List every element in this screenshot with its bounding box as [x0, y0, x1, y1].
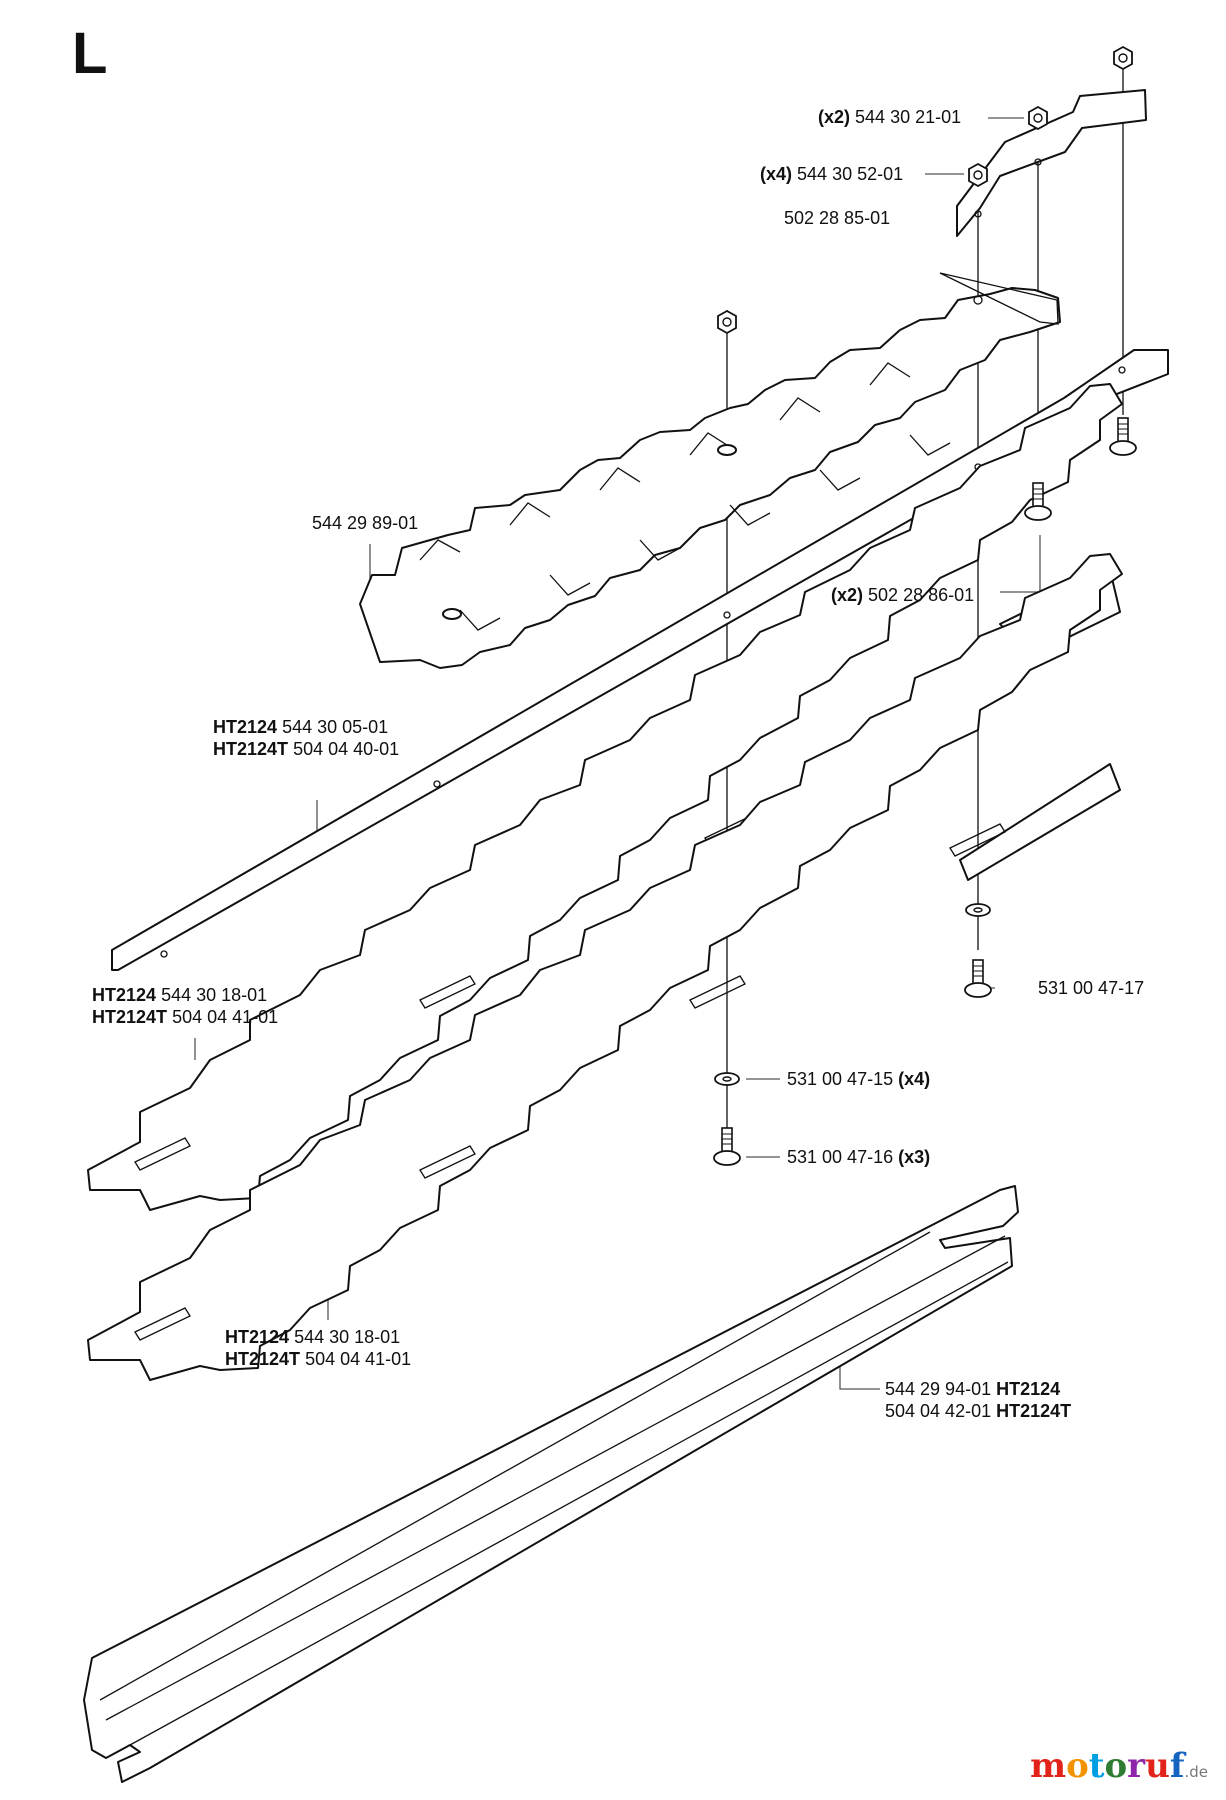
upper-guide-blade: [359, 287, 1061, 669]
blade-guard-groove: [99, 1231, 1009, 1746]
nut-top-icon: [1113, 46, 1133, 70]
screw-top-icon: [1109, 417, 1137, 456]
label-bar: HT2124 544 30 05-01 HT2124T 504 04 40-01: [213, 717, 400, 759]
label-nut-x4: (x4) 544 30 52-01: [760, 164, 904, 184]
support-bar: [111, 349, 1169, 971]
label-screw-x2: (x2) 502 28 86-01: [831, 585, 975, 605]
nut-x2-icon: [1028, 106, 1048, 130]
lower-blade-end: [959, 763, 1121, 881]
label-blade-guard: 544 29 94-01 HT2124 504 04 42-01 HT2124T: [885, 1379, 1072, 1421]
nut-x4-icon: [968, 163, 988, 187]
label-washer: 531 00 47-15 (x4): [787, 1069, 931, 1089]
lower-blade-slots: [134, 823, 1006, 1341]
label-bracket: 502 28 85-01: [784, 208, 891, 228]
screw-17-icon: [964, 959, 992, 998]
label-screw-16: 531 00 47-16 (x3): [787, 1147, 931, 1167]
guide-blade-teeth: [419, 362, 951, 631]
washer-icon: [714, 1072, 740, 1086]
blade-guard: [83, 1185, 1019, 1783]
section-letter: L: [72, 21, 108, 86]
label-guide-blade: 544 29 89-01: [312, 513, 419, 533]
upper-cutting-blade: [87, 383, 1123, 1211]
watermark-logo: motoruf.de: [1030, 1746, 1208, 1786]
label-upper-blade: HT2124 544 30 18-01 HT2124T 504 04 41-01: [92, 985, 279, 1027]
mounting-bracket: [956, 89, 1147, 237]
washer-right-icon: [965, 903, 991, 917]
label-screw-17: 531 00 47-17: [1038, 978, 1145, 998]
screw-16-icon: [713, 1127, 741, 1166]
lower-cutting-blade: [87, 553, 1123, 1381]
label-lower-blade: HT2124 544 30 18-01 HT2124T 504 04 41-01: [225, 1327, 412, 1369]
nut-guide-icon: [717, 310, 737, 334]
label-nut-x2: (x2) 544 30 21-01: [818, 107, 962, 127]
guide-blade-flange: [939, 272, 1059, 325]
